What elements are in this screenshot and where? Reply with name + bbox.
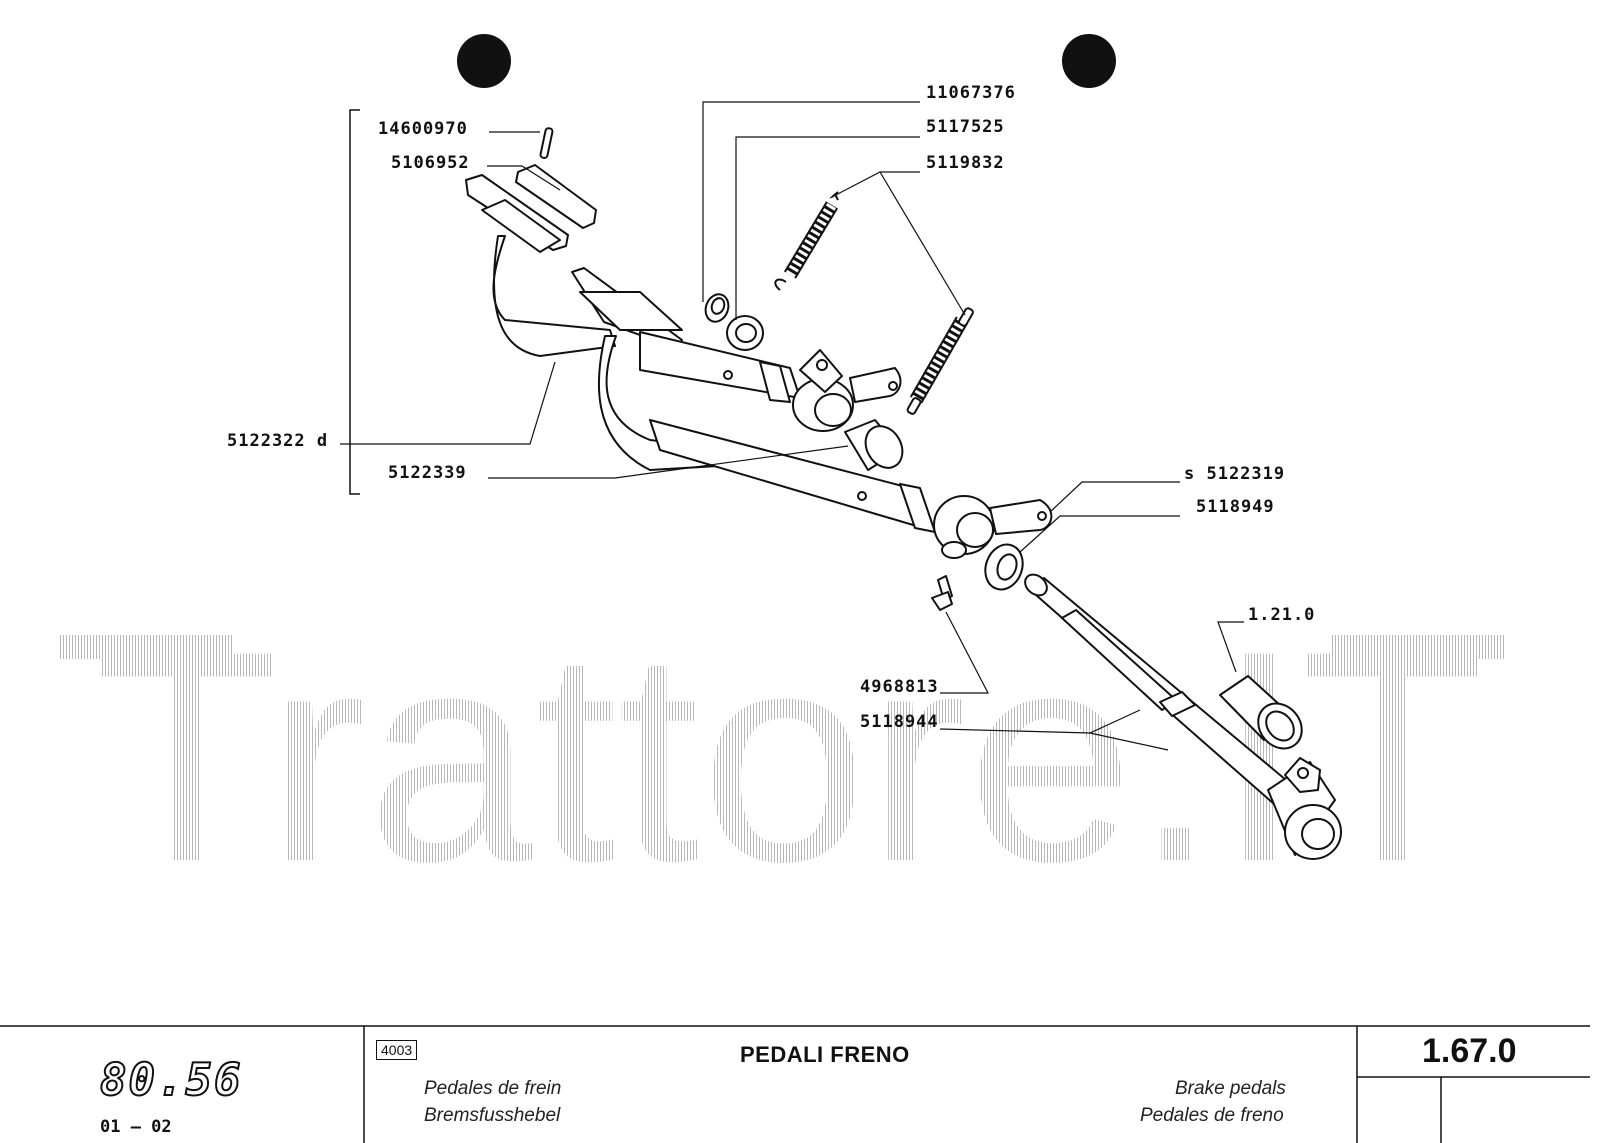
label-14600970: 14600970 xyxy=(378,119,468,139)
label-5119832: 5119832 xyxy=(926,153,1005,173)
title-german: Bremsfusshebel xyxy=(424,1105,561,1126)
group-bracket xyxy=(349,109,360,495)
pedal-pad-part xyxy=(515,164,597,229)
title-spanish: Pedales de freno xyxy=(1140,1105,1284,1126)
title-english: Brake pedals xyxy=(1175,1078,1286,1099)
page-number: 1.67.0 xyxy=(1422,1032,1517,1070)
section-code: 4003 xyxy=(376,1040,418,1060)
label-5106952: 5106952 xyxy=(391,153,470,173)
watermark: Trattore.IT xyxy=(60,588,1505,924)
title-french: Pedales de frein xyxy=(424,1078,562,1099)
footer-frame xyxy=(0,1025,1590,1143)
label-11067376: 11067376 xyxy=(926,83,1016,103)
punch-hole-right xyxy=(1062,34,1116,88)
revision-number: 01 – 02 xyxy=(100,1117,172,1137)
label-1-21-0: 1.21.0 xyxy=(1248,605,1315,625)
part-labels: 14600970 5106952 11067376 5117525 511983… xyxy=(227,83,1315,732)
watermark-text: Trattore.IT xyxy=(95,588,1484,924)
punch-hole-left xyxy=(457,34,511,88)
label-5122322: 5122322 d xyxy=(227,431,328,451)
label-5122339: 5122339 xyxy=(388,463,467,483)
label-4968813: 4968813 xyxy=(860,677,939,697)
model-logo: 80.56 xyxy=(99,1054,243,1107)
label-5118949: 5118949 xyxy=(1196,497,1275,517)
brake-pedal-assembly xyxy=(465,127,1342,860)
pin-part xyxy=(539,127,554,159)
label-5117525: 5117525 xyxy=(926,117,1005,137)
leader-lines xyxy=(340,101,1244,751)
page-title: PEDALI FRENO xyxy=(740,1042,910,1067)
label-5122319: s 5122319 xyxy=(1184,464,1285,484)
label-5118944: 5118944 xyxy=(860,712,939,732)
